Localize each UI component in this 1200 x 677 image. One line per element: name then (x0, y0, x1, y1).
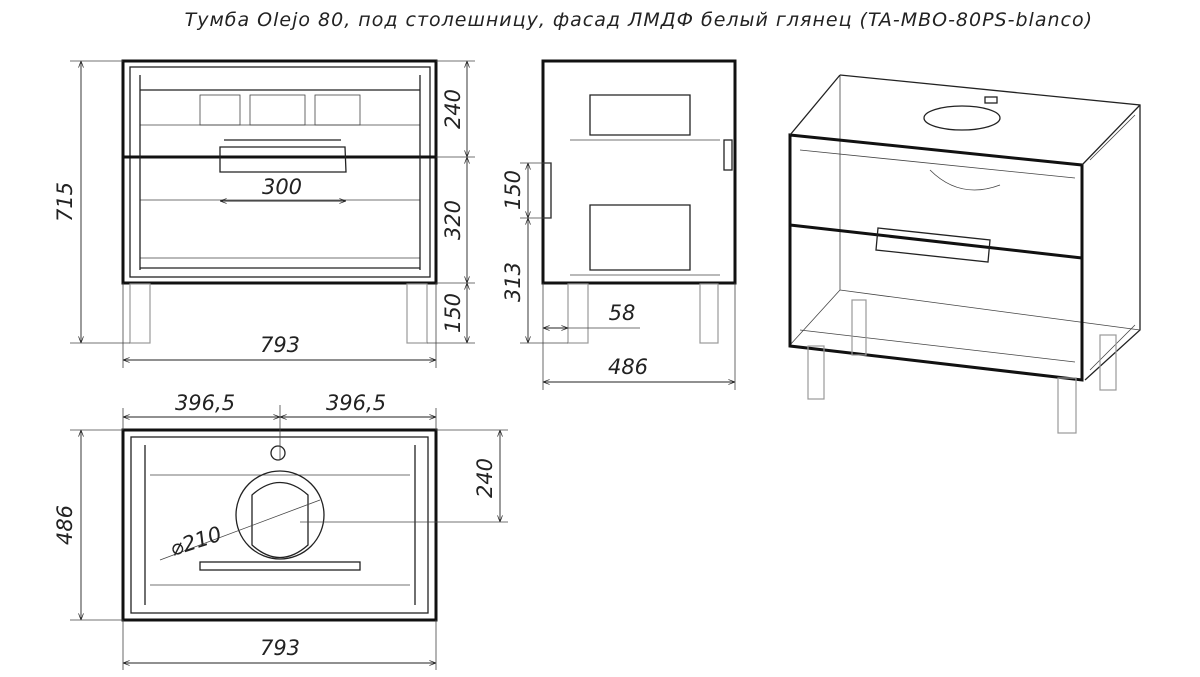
tap-hole (270, 445, 286, 461)
dim-top-width: 793 (260, 636, 300, 660)
dim-lower-drawer: 320 (441, 200, 465, 240)
dim-half-right: 396,5 (326, 391, 386, 415)
drawing-title: Тумба Olejo 80, под столешницу, фасад ЛМ… (185, 9, 1093, 31)
top-view: 396,5 396,5 486 240 ⌀210 793 (53, 391, 508, 670)
dim-siphon-offset: 313 (501, 262, 525, 302)
front-view: 715 240 320 150 300 793 (53, 59, 475, 368)
dim-half-left: 396,5 (175, 391, 235, 415)
dim-cutout-offset: 240 (473, 458, 497, 498)
side-view: 150 313 58 486 (501, 59, 737, 390)
handle-front (219, 139, 347, 173)
dim-upper-drawer: 240 (441, 89, 465, 129)
dim-top-depth: 486 (53, 505, 77, 545)
dim-depth: 486 (608, 355, 648, 379)
isometric-view (788, 74, 1141, 434)
dim-width: 793 (260, 333, 300, 357)
dim-handle-width: 300 (262, 175, 302, 199)
dim-cutout-diameter: ⌀210 (167, 522, 225, 561)
iso-handle (875, 227, 991, 263)
dim-height-total: 715 (53, 182, 77, 222)
dim-siphon-height: 150 (501, 170, 525, 210)
iso-siphon-cutout (923, 105, 1001, 131)
dim-leg-offset: 58 (609, 301, 636, 325)
siphon-cutout (235, 470, 325, 560)
dim-legs: 150 (441, 293, 465, 333)
